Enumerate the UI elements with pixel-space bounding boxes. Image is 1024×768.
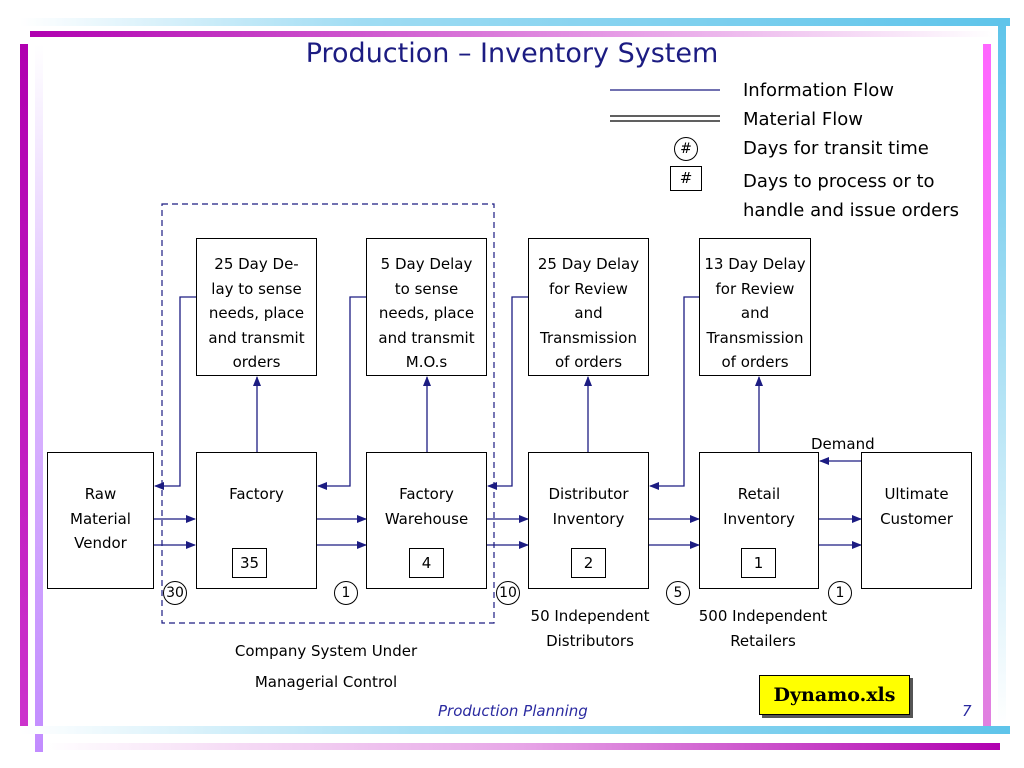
info-delay3-to-warehouse (487, 296, 529, 490)
page-number: 7 (962, 702, 972, 720)
info-delay4-to-distributor (649, 296, 699, 490)
info-delay1-to-vendor (154, 296, 196, 490)
transit-days-factory-warehouse: 1 (334, 581, 358, 605)
footer-title: Production Planning (438, 702, 588, 720)
dynamo-file-link[interactable]: Dynamo.xls (759, 675, 910, 715)
slide-title: Production – Inventory System (305, 38, 719, 69)
process-days-distributor: 2 (571, 548, 606, 578)
legend-symbols (610, 89, 720, 122)
legend-material-flow-text: Material Flow (743, 109, 863, 130)
process-days-factory: 35 (232, 548, 267, 578)
info-delay2-to-factory (317, 296, 366, 490)
process-days-retail: 1 (741, 548, 776, 578)
transit-days-warehouse-distributor: 10 (496, 581, 520, 605)
process-days-warehouse: 4 (409, 548, 444, 578)
transit-days-vendor-factory: 30 (163, 581, 187, 605)
transit-days-retail-customer: 1 (828, 581, 852, 605)
transit-days-distributor-retail: 5 (666, 581, 690, 605)
legend-process-box: # (670, 166, 702, 191)
legend-transit-circle: # (674, 137, 698, 161)
company-boundary (161, 203, 495, 624)
legend-process-text: Days to process or to handle and issue o… (743, 171, 959, 221)
legend-transit-text: Days for transit time (743, 138, 929, 159)
legend-information-flow-text: Information Flow (743, 80, 895, 101)
demand-label: Demand (811, 435, 875, 453)
